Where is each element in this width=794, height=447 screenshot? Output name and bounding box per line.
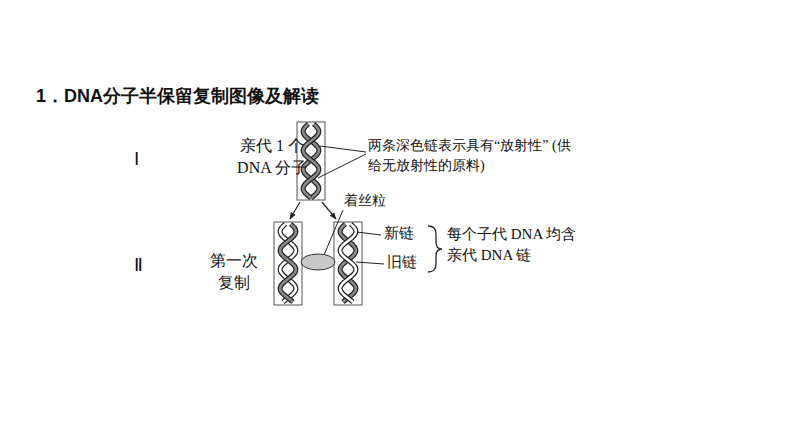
dna-strand: [280, 224, 296, 302]
note-text: 两条深色链表示具有“放射性” (供给无放射性的原料): [368, 136, 574, 175]
chromatid-frame: [334, 222, 362, 305]
stage-numeral: Ⅱ: [134, 253, 143, 278]
stage-numeral: Ⅰ: [134, 147, 139, 172]
leader-line: [357, 232, 381, 235]
dna-strand: [340, 224, 356, 302]
leader-line: [318, 154, 366, 178]
replication-arrow: [322, 202, 336, 219]
leader-line: [320, 146, 366, 152]
chromatid-frame: [274, 222, 302, 305]
title: 1．DNA分子半保留复制图像及解读: [36, 84, 319, 109]
strand-label: 新链: [384, 223, 414, 244]
dna-strand: [340, 224, 356, 302]
leader-line: [324, 210, 343, 255]
dna-strand: [340, 224, 356, 302]
dna-strand: [340, 224, 356, 302]
centromere-label: 着丝粒: [344, 191, 386, 211]
dna-strand: [280, 224, 296, 302]
dna-strand: [280, 224, 296, 302]
centromere: [301, 254, 335, 270]
parent-label: 亲代 1 个 DNA 分子: [233, 135, 311, 180]
replication-arrow: [290, 202, 300, 219]
dna-strand: [280, 224, 296, 302]
brace: [428, 226, 442, 272]
step-label: 第一次 复制: [205, 250, 263, 295]
leader-line: [356, 262, 384, 264]
note-text: 每个子代 DNA 均含 亲代 DNA 链: [447, 224, 589, 266]
strand-label: 旧链: [387, 252, 417, 273]
